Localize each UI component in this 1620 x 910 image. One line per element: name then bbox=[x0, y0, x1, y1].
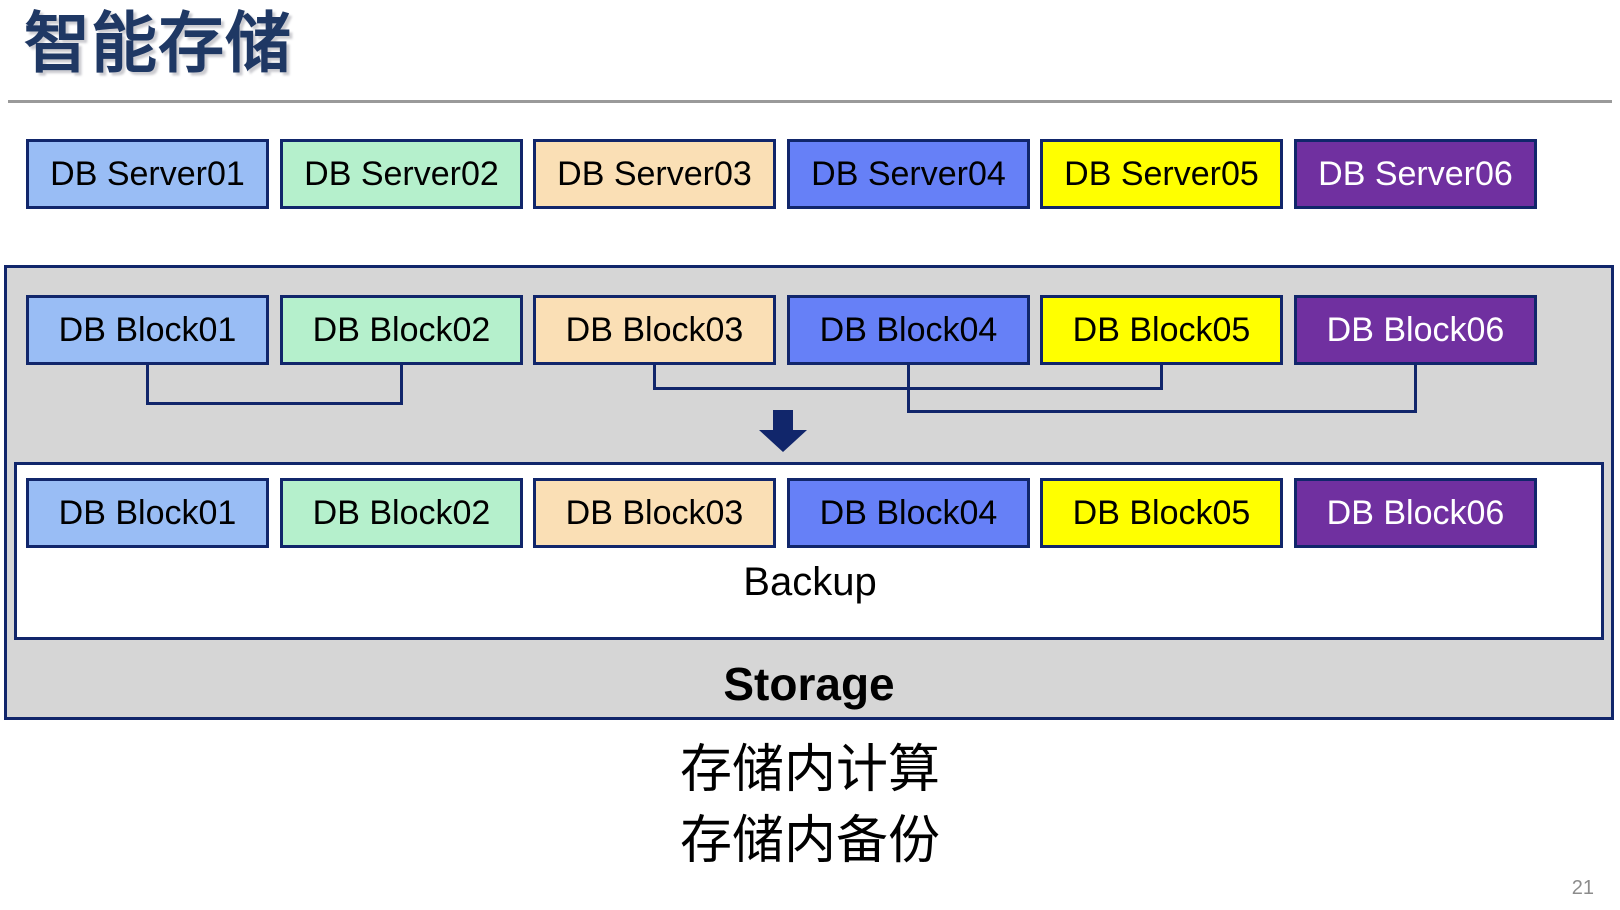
connector-block05-drop bbox=[1160, 365, 1163, 390]
db-server-box-3[interactable]: DB Server03 bbox=[533, 139, 776, 209]
page-title: 智能存储 bbox=[24, 6, 292, 80]
down-arrow-icon bbox=[759, 410, 807, 452]
db-block-box-2[interactable]: DB Block02 bbox=[280, 295, 523, 365]
connector-block04-drop bbox=[907, 365, 910, 413]
db-block-box-5[interactable]: DB Block05 bbox=[1040, 295, 1283, 365]
db-server-box-5[interactable]: DB Server05 bbox=[1040, 139, 1283, 209]
connector-block03-drop bbox=[653, 365, 656, 390]
connector-block06-drop bbox=[1414, 365, 1417, 413]
db-block-box-6[interactable]: DB Block06 bbox=[1294, 295, 1537, 365]
db-server-box-6[interactable]: DB Server06 bbox=[1294, 139, 1537, 209]
db-block-backup-box-5[interactable]: DB Block05 bbox=[1040, 478, 1283, 548]
db-block-box-3[interactable]: DB Block03 bbox=[533, 295, 776, 365]
title-divider bbox=[8, 100, 1612, 103]
footer-caption: 存储内计算 存储内备份 bbox=[0, 735, 1620, 876]
db-server-box-2[interactable]: DB Server02 bbox=[280, 139, 523, 209]
db-block-box-4[interactable]: DB Block04 bbox=[787, 295, 1030, 365]
connector-block01-drop bbox=[146, 365, 149, 405]
footer-line-2: 存储内备份 bbox=[679, 811, 940, 870]
connector-block02-drop bbox=[400, 365, 403, 405]
backup-label: Backup bbox=[743, 560, 877, 604]
storage-label: Storage bbox=[723, 658, 895, 710]
db-block-backup-box-4[interactable]: DB Block04 bbox=[787, 478, 1030, 548]
db-block-backup-box-3[interactable]: DB Block03 bbox=[533, 478, 776, 548]
db-block-backup-box-6[interactable]: DB Block06 bbox=[1294, 478, 1537, 548]
db-block-backup-box-1[interactable]: DB Block01 bbox=[26, 478, 269, 548]
db-block-box-1[interactable]: DB Block01 bbox=[26, 295, 269, 365]
connector-bracket-left bbox=[146, 402, 403, 405]
page-number: 21 bbox=[1571, 877, 1594, 899]
db-block-backup-box-2[interactable]: DB Block02 bbox=[280, 478, 523, 548]
footer-line-1: 存储内计算 bbox=[679, 741, 940, 799]
connector-bracket-right bbox=[907, 410, 1417, 413]
db-server-box-4[interactable]: DB Server04 bbox=[787, 139, 1030, 209]
db-server-box-1[interactable]: DB Server01 bbox=[26, 139, 269, 209]
